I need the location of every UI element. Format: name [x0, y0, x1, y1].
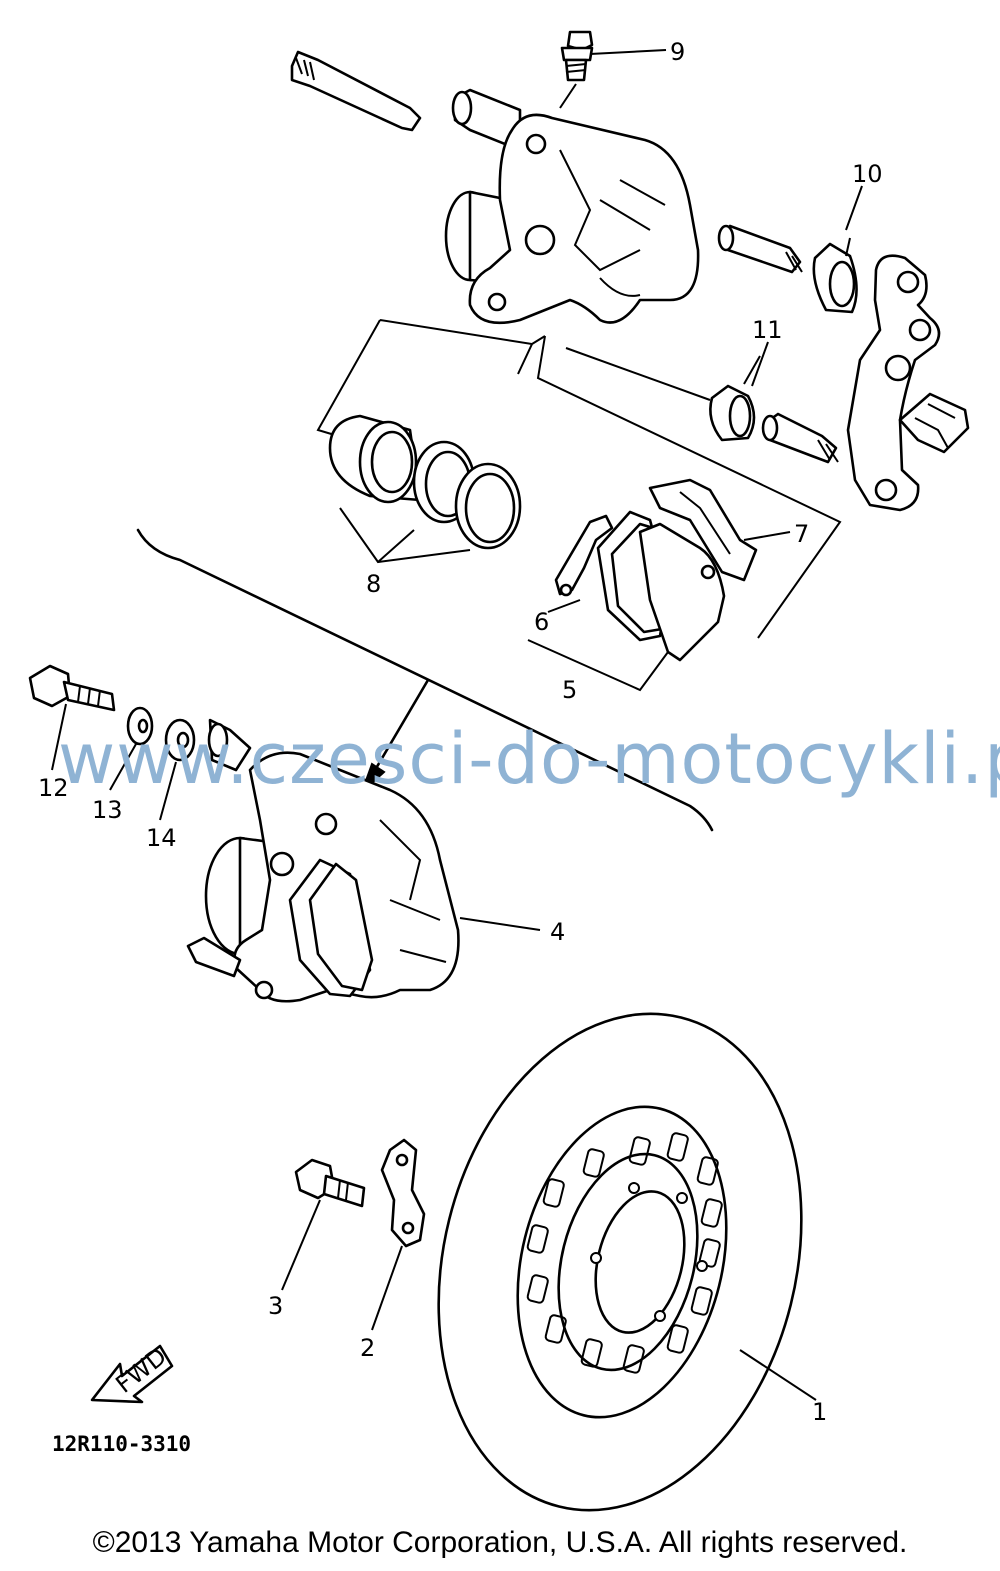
slide-pin-11 — [761, 412, 839, 464]
callout-11: 11 — [752, 316, 783, 344]
boot-10 — [812, 237, 858, 314]
caliper-bracket — [846, 254, 970, 512]
callout-14: 14 — [146, 824, 177, 852]
callout-5: 5 — [562, 676, 577, 704]
callout-8: 8 — [366, 570, 381, 598]
callout-7: 7 — [794, 520, 809, 548]
callout-12: 12 — [38, 774, 69, 802]
copyright-notice: ©2013 Yamaha Motor Corporation, U.S.A. A… — [92, 1526, 908, 1559]
caliper-assembly — [186, 718, 460, 1003]
callout-2: 2 — [360, 1334, 375, 1362]
callout-3: 3 — [268, 1292, 283, 1320]
pad-shim — [554, 514, 614, 597]
boot-11 — [709, 355, 761, 442]
upper-caliper-body — [290, 50, 700, 325]
lock-plate-2 — [380, 1138, 426, 1248]
callout-9: 9 — [670, 38, 685, 66]
brake-disc — [437, 1012, 803, 1512]
pad-spring — [648, 478, 758, 582]
brake-pads — [596, 510, 726, 662]
slide-pin-10 — [717, 224, 803, 274]
callout-bracket-5 — [527, 639, 669, 692]
disc-bolt-3 — [294, 1158, 366, 1208]
washer-13 — [126, 706, 154, 746]
callout-6: 6 — [534, 608, 549, 636]
bleed-screw — [559, 30, 594, 109]
callout-1: 1 — [812, 1398, 827, 1426]
callout-4: 4 — [550, 918, 565, 946]
watermark-url: www.czesci-do-motocykli.pl — [58, 718, 1000, 800]
piston — [328, 414, 422, 504]
diagram-part-code: 12R110-3310 — [52, 1432, 192, 1456]
dust-seal — [454, 462, 522, 550]
callout-bracket-8 — [339, 507, 471, 564]
callout-leader-lines — [51, 49, 863, 1401]
washer-14 — [164, 718, 196, 762]
callout-10: 10 — [852, 160, 883, 188]
fwd-direction-arrow: FWD — [90, 1342, 174, 1404]
dashed-leader-lines — [316, 319, 842, 639]
callout-13: 13 — [92, 796, 123, 824]
callout-numbers: 1 2 3 4 5 6 7 8 9 10 11 12 13 14 — [38, 38, 883, 1426]
caliper-bolt-12 — [28, 664, 116, 712]
